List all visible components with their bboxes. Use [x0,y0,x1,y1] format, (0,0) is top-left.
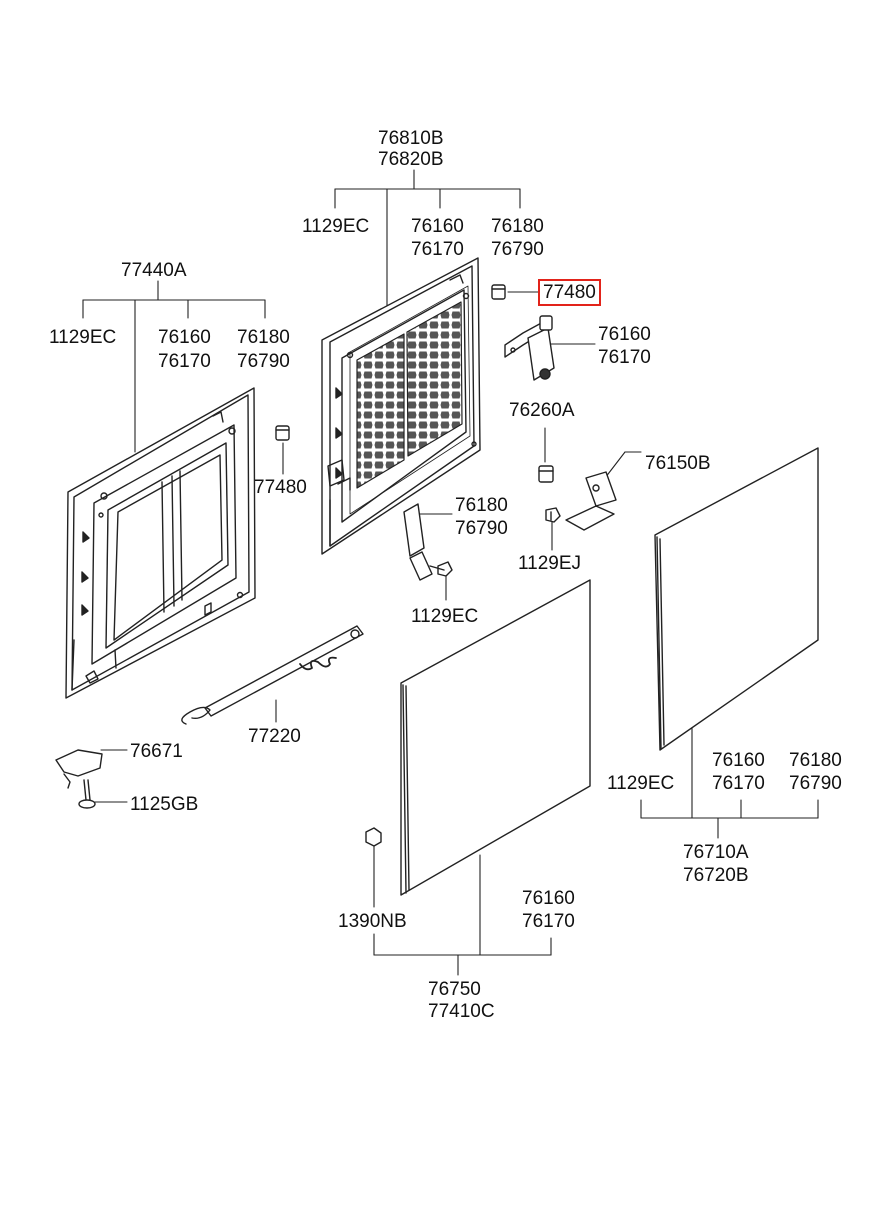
callout-top-assembly-1[interactable]: 76810B [378,128,444,149]
hinge-shape [504,315,555,381]
callout-top-76170[interactable]: 76170 [411,239,464,260]
callout-cap-77480-highlighted[interactable]: 77480 [538,279,601,306]
callout-top-76180[interactable]: 76180 [491,216,544,237]
callout-76671[interactable]: 76671 [130,741,183,762]
cap-mid-shape [275,425,290,441]
callout-left-assembly[interactable]: 77440A [121,260,187,281]
callout-top-76160[interactable]: 76160 [411,216,464,237]
callout-hinge-76170[interactable]: 76170 [598,347,651,368]
callout-1125gb[interactable]: 1125GB [130,794,199,815]
callout-77220[interactable]: 77220 [248,726,301,747]
bracket-76260a-shape [538,465,554,483]
callout-hinge-76160[interactable]: 76160 [598,324,651,345]
callout-76150b[interactable]: 76150B [645,453,711,474]
strut-77220-shape [181,625,364,725]
callout-bottom-assembly-1[interactable]: 76750 [428,979,481,1000]
clip-76671-shape [55,749,103,789]
callout-top-assembly-2[interactable]: 76820B [378,149,444,170]
callout-top-1129ec[interactable]: 1129EC [302,216,370,237]
callout-right-1129ec[interactable]: 1129EC [607,773,675,794]
callout-left-76160[interactable]: 76160 [158,327,211,348]
bracket-mid-shape [403,503,433,581]
callout-mid-76790[interactable]: 76790 [455,518,508,539]
callout-right-76790[interactable]: 76790 [789,773,842,794]
callout-cap-77480-mid[interactable]: 77480 [254,477,307,498]
callout-bottom-76170[interactable]: 76170 [522,911,575,932]
callout-right-76160[interactable]: 76160 [712,750,765,771]
callout-mid-76180[interactable]: 76180 [455,495,508,516]
callout-bottom-76160[interactable]: 76160 [522,888,575,909]
callout-right-76180[interactable]: 76180 [789,750,842,771]
callout-right-76170[interactable]: 76170 [712,773,765,794]
cap-highlighted-shape [491,284,506,300]
callout-bottom-assembly-2[interactable]: 77410C [428,1001,495,1022]
bolt-1129ec-mid-shape [429,561,453,577]
callout-right-assembly-2[interactable]: 76720B [683,865,749,886]
callout-top-76790[interactable]: 76790 [491,239,544,260]
bottom-door-outer-skin [400,579,591,896]
center-door-inner-panel [321,257,481,555]
callout-left-76180[interactable]: 76180 [237,327,290,348]
left-door-inner-panel [65,387,256,699]
nut-1390nb-shape [365,827,382,847]
bolt-1125gb-shape [78,779,96,809]
callout-left-76790[interactable]: 76790 [237,351,290,372]
bracket-76150b-shape [565,471,617,531]
callout-mid-1129ec[interactable]: 1129EC [411,606,479,627]
callout-76260a[interactable]: 76260A [509,400,575,421]
bolt-1129ej-shape [545,507,561,523]
callout-left-76170[interactable]: 76170 [158,351,211,372]
callout-right-assembly-1[interactable]: 76710A [683,842,749,863]
callout-1129ej[interactable]: 1129EJ [518,553,582,574]
right-door-outer-skin [654,447,819,751]
callout-1390nb[interactable]: 1390NB [338,911,407,932]
callout-left-1129ec[interactable]: 1129EC [49,327,117,348]
leader-lines [82,169,819,976]
